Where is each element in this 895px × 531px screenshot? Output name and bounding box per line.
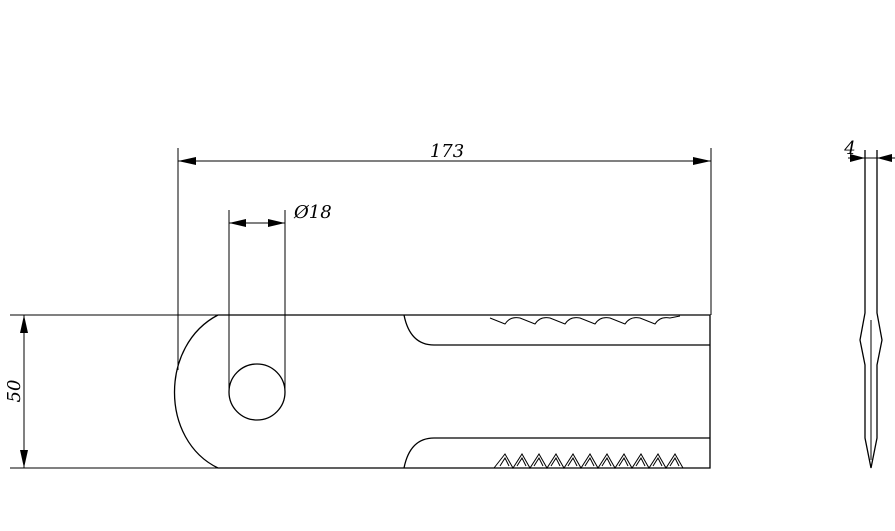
- length-arrow-left: [178, 157, 196, 165]
- blade-outline: [174, 314, 711, 469]
- thickness-arrow-left: [850, 154, 865, 162]
- blade-side-view: [859, 150, 883, 469]
- height-arrow-bottom: [20, 450, 28, 468]
- hole-arrow-right: [268, 219, 285, 227]
- height-arrow-top: [20, 315, 28, 333]
- mounting-hole: [228, 363, 286, 421]
- thickness-dimension: 4: [843, 138, 895, 162]
- lower-slot: [403, 437, 710, 469]
- upper-serration: [489, 315, 681, 325]
- height-dimension: 50: [4, 314, 218, 469]
- length-label: 173: [430, 141, 464, 162]
- upper-slot: [403, 314, 710, 346]
- length-dimension: 173: [177, 141, 712, 370]
- thickness-arrow-right: [877, 154, 892, 162]
- lower-serration: [493, 453, 684, 469]
- side-view-outline: [859, 150, 883, 469]
- thickness-label: 4: [843, 138, 855, 159]
- lower-serration-inner: [499, 456, 680, 467]
- hole-arrow-left: [229, 219, 246, 227]
- length-arrow-right: [693, 157, 711, 165]
- height-label: 50: [4, 380, 25, 403]
- hole-diameter-label: Ø18: [293, 202, 332, 223]
- blade-front-view: [174, 314, 711, 469]
- hole-diameter-dimension: Ø18: [228, 202, 332, 392]
